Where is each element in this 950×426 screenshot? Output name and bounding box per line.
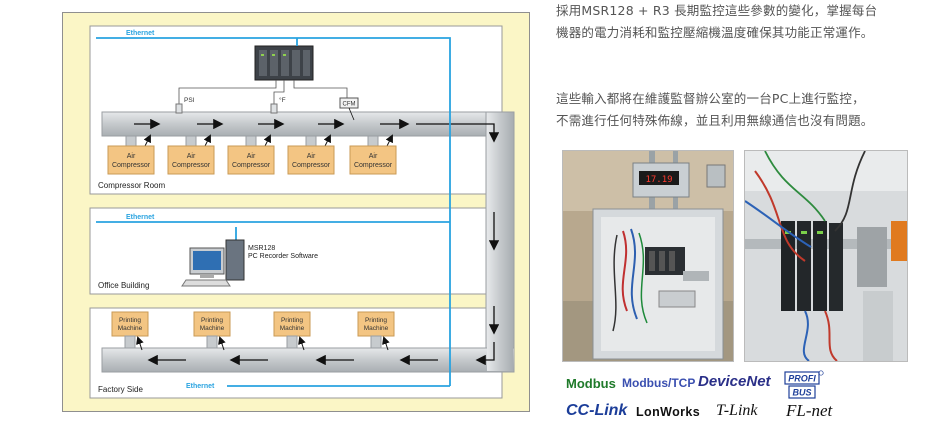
ethernet-label: Ethernet — [126, 214, 155, 221]
printing-machine-3: Printing Machine — [273, 311, 311, 349]
panel-photo-right — [744, 150, 908, 362]
intro-line-2: 機器的電力消耗和監控壓縮機溫度確保其功能正常運作。 — [556, 25, 874, 40]
svg-text:PROFI: PROFI — [788, 374, 816, 384]
ethernet-label: Ethernet — [126, 30, 155, 37]
sensor-wires — [178, 80, 348, 104]
compressor-room-title: Compressor Room — [98, 181, 165, 190]
printing-machine-1: Printing Machine — [111, 311, 149, 349]
intro-line-1: 採用MSR128 + R3 長期監控這些參數的變化，掌握每台 — [556, 3, 878, 18]
modbus-logo: Modbus — [566, 376, 616, 391]
psi-sensor: PSI — [175, 97, 195, 114]
office-building-title: Office Building — [98, 281, 149, 290]
intro-paragraph: 採用MSR128 + R3 長期監控這些參數的變化，掌握每台 機器的電力消耗和監… — [556, 0, 936, 44]
recorder-name: MSR128 — [248, 245, 275, 252]
svg-text:BUS: BUS — [792, 388, 811, 398]
compressor-4: Air Compressor — [287, 145, 335, 175]
printing-label: Printing — [281, 317, 303, 324]
printing-label: Machine — [280, 325, 305, 332]
compressor-label: Compressor — [172, 162, 211, 169]
printing-label: Machine — [364, 325, 389, 332]
monitoring-line-1: 這些輸入都將在維護監督辦公室的一台PC上進行監控， — [556, 91, 865, 106]
compressor-label: Compressor — [112, 162, 151, 169]
temperature-label: °F — [279, 96, 286, 104]
flow-arrows-top — [134, 118, 500, 366]
printing-label: Printing — [365, 317, 387, 324]
printing-label: Printing — [119, 317, 141, 324]
cfm-label: CFM — [343, 102, 356, 108]
printing-machine-4: Printing Machine — [357, 311, 395, 349]
printing-label: Printing — [201, 317, 223, 324]
compressor-label: Air — [307, 153, 316, 160]
panel-photo-left: 17.19 — [562, 150, 734, 362]
display-reading: 17.19 — [645, 175, 672, 185]
printing-machine-2: Printing Machine — [193, 311, 231, 349]
factory-side-title: Factory Side — [98, 385, 143, 394]
recorder-software: PC Recorder Software — [248, 253, 318, 260]
pc-computer — [181, 239, 245, 287]
msr128-recorder-unit — [254, 45, 314, 81]
compressor-1: Air Compressor — [107, 145, 155, 175]
compressor-label: Compressor — [292, 162, 331, 169]
compressor-label: Compressor — [232, 162, 271, 169]
cc-link-logo: CC-Link — [566, 402, 628, 419]
compressor-label: Air — [247, 153, 256, 160]
ethernet-label: Ethernet — [186, 383, 215, 390]
compressor-2: Air Compressor — [167, 145, 215, 175]
compressor-label: Air — [127, 153, 136, 160]
protocol-logos: Modbus Modbus/TCP DeviceNet PROFI BUS CC… — [566, 370, 906, 422]
lonworks-logo: LonWorks — [636, 405, 701, 419]
compressor-label: Air — [369, 153, 378, 160]
monitoring-paragraph: 這些輸入都將在維護監督辦公室的一台PC上進行監控， 不需進行任何特殊佈線，並且利… — [556, 88, 936, 132]
ethernet-network — [96, 37, 451, 387]
compressor-5: Air Compressor — [349, 145, 397, 175]
cfm-sensor: CFM — [339, 97, 359, 121]
printing-label: Machine — [118, 325, 143, 332]
air-pipe-system — [101, 111, 515, 373]
temperature-sensor: °F — [270, 96, 286, 114]
psi-label: PSI — [184, 97, 195, 104]
profibus-logo: PROFI BUS — [784, 370, 824, 399]
compressor-label: Air — [187, 153, 196, 160]
modbus-tcp-logo: Modbus/TCP — [622, 376, 696, 390]
compressor-3: Air Compressor — [227, 145, 275, 175]
compressor-label: Compressor — [354, 162, 393, 169]
plant-monitoring-diagram: Air Compressor Air Compressor Air Compre… — [62, 12, 530, 412]
devicenet-logo: DeviceNet — [698, 373, 771, 390]
t-link-logo: T-Link — [716, 402, 758, 419]
fl-net-logo: FL-net — [786, 401, 833, 420]
printing-label: Machine — [200, 325, 225, 332]
monitoring-line-2: 不需進行任何特殊佈線，並且利用無線通信也沒有問題。 — [556, 113, 874, 128]
